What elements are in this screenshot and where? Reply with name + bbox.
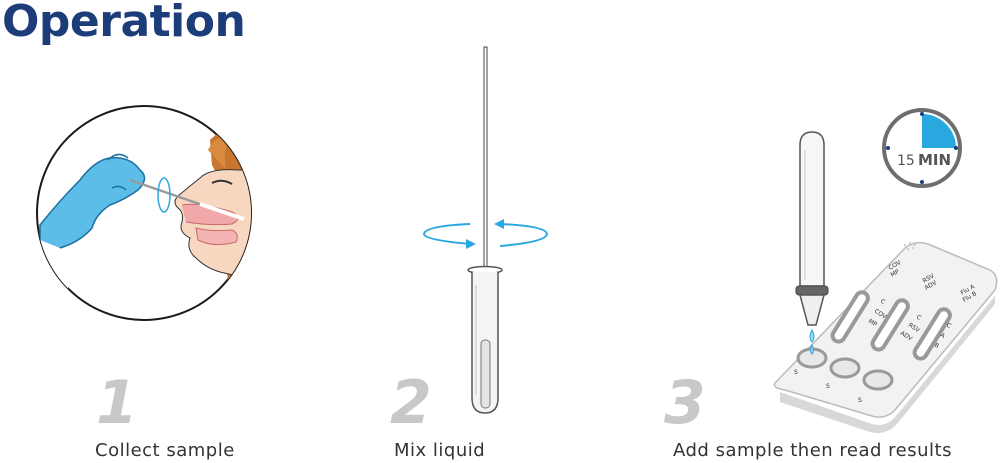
step1-illustration <box>36 105 252 321</box>
line-label-mp: MP <box>867 318 878 329</box>
step-number-1: 1 <box>96 368 138 438</box>
well-label-1: S <box>794 369 798 376</box>
test-cassette: COV MP RSV ADV Flu A Flu B C COV MP C RS… <box>773 241 998 433</box>
timer-icon: 15 MIN <box>882 108 962 188</box>
step-number-2: 2 <box>390 368 432 438</box>
window-label-mp: MP <box>890 268 901 279</box>
step-caption-3: Add sample then read results <box>673 440 952 461</box>
line-label-c2: C <box>915 314 922 322</box>
well-label-2: S <box>826 383 830 390</box>
step2-illustration <box>422 46 549 414</box>
line-label-b: B <box>933 342 940 350</box>
line-label-c3: C <box>945 322 952 330</box>
timer-unit: MIN <box>918 151 951 169</box>
step-caption-1: Collect sample <box>95 440 235 461</box>
timer-value: 15 <box>897 153 915 169</box>
line-label-c1: C <box>879 298 886 306</box>
page-title: Operation <box>2 0 246 47</box>
step-number-3: 3 <box>664 368 706 438</box>
step3-illustration: COV MP RSV ADV Flu A Flu B C COV MP C RS… <box>773 108 998 433</box>
step-caption-2: Mix liquid <box>394 440 486 461</box>
dropper-tube <box>795 131 829 355</box>
line-label-a: A <box>939 332 947 341</box>
well-label-3: S <box>858 397 862 404</box>
